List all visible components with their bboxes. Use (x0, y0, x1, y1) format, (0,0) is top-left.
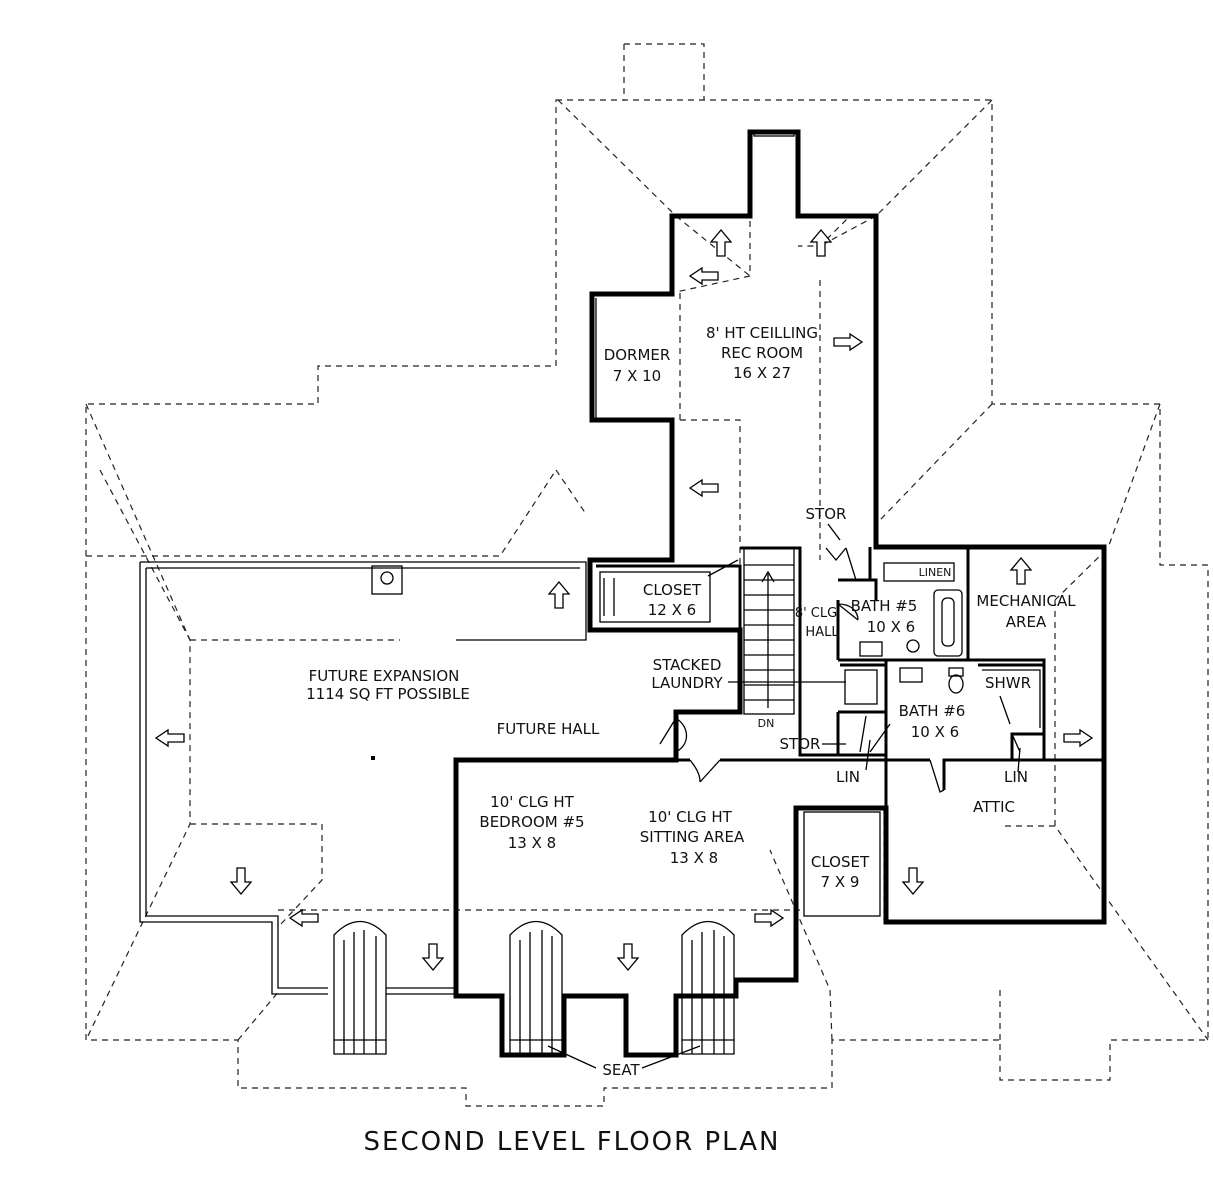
linen-label: LINEN (919, 566, 952, 579)
stor-bottom-label: STOR (780, 735, 821, 753)
dormer-name-label: DORMER (604, 346, 671, 364)
attic-label: ATTIC (973, 798, 1015, 816)
stacked-laundry-line1-label: STACKED (653, 656, 722, 674)
future-expansion-outline (139, 561, 587, 995)
future-hall-label: FUTURE HALL (497, 720, 600, 738)
closet-lower-name-label: CLOSET (811, 853, 870, 871)
sitting-area-name-label: SITTING AREA (640, 828, 745, 846)
hall-ceiling-label: 8' CLG (795, 606, 837, 621)
dormer-size-label: 7 X 10 (613, 367, 661, 385)
closet-upper-size-label: 12 X 6 (648, 601, 696, 619)
sitting-area-size-label: 13 X 8 (670, 849, 718, 867)
rec-room-name-label: REC ROOM (721, 344, 803, 362)
rec-room-size-label: 16 X 27 (733, 364, 791, 382)
leader-lines (547, 523, 1021, 1069)
future-expansion-size-label: 1114 SQ FT POSSIBLE (306, 685, 470, 703)
bedroom5-ceiling-label: 10' CLG HT (490, 793, 574, 811)
stacked-laundry-line2-label: LAUNDRY (651, 674, 723, 692)
interior-walls (596, 546, 1104, 917)
bedroom5-size-label: 13 X 8 (508, 834, 556, 852)
hall-name-label: HALL (805, 625, 839, 640)
stor-top-label: STOR (806, 505, 847, 523)
lin-left-label: LIN (836, 768, 860, 786)
seat-label: SEAT (602, 1061, 640, 1079)
bath5-size-label: 10 X 6 (867, 618, 915, 636)
window-bays (333, 131, 795, 1055)
bath6-size-label: 10 X 6 (911, 723, 959, 741)
room-labels: 8' HT CEILLING REC ROOM 16 X 27 DORMER 7… (306, 324, 1076, 1079)
closet-lower-size-label: 7 X 9 (821, 873, 860, 891)
slope-arrows (154, 228, 1094, 972)
roof-outline (85, 43, 1209, 1107)
bedroom5-name-label: BEDROOM #5 (479, 813, 584, 831)
mechanical-area-label: AREA (1006, 613, 1047, 631)
future-expansion-name-label: FUTURE EXPANSION (309, 667, 460, 685)
closet-upper-name-label: CLOSET (643, 581, 702, 599)
shwr-label: SHWR (985, 674, 1031, 692)
exterior-walls (453, 129, 1107, 1058)
mechanical-name-label: MECHANICAL (976, 592, 1076, 610)
lin-right-label: LIN (1004, 768, 1028, 786)
sitting-area-ceiling-label: 10' CLG HT (648, 808, 732, 826)
bath6-name-label: BATH #6 (899, 702, 966, 720)
dn-label: DN (758, 717, 775, 730)
plan-title: SECOND LEVEL FLOOR PLAN (364, 1127, 781, 1157)
rec-room-ceiling-label: 8' HT CEILLING (706, 324, 818, 342)
bath5-name-label: BATH #5 (851, 597, 918, 615)
